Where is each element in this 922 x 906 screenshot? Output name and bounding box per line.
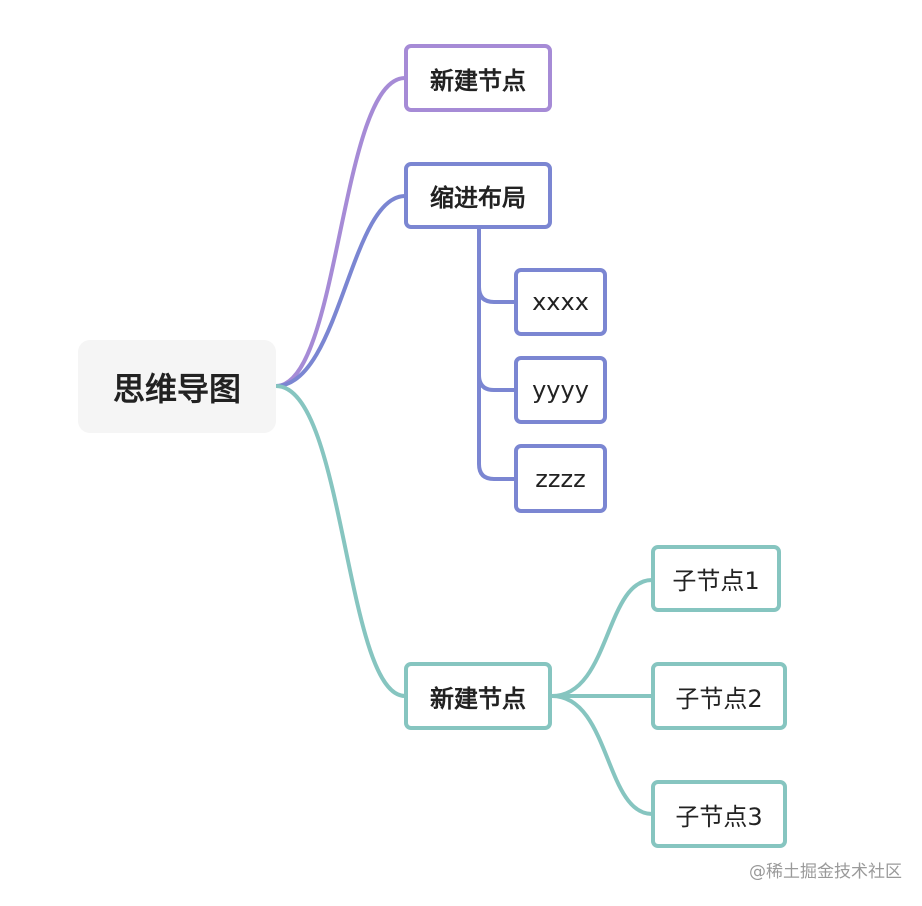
indent-branch-xxxx	[477, 285, 518, 304]
connector-root-branch1	[274, 76, 407, 388]
connector-root-branch2	[274, 194, 407, 388]
branch-node-3-label: 新建节点	[430, 684, 526, 713]
indent-child-xxxx[interactable]: xxxx	[514, 268, 607, 336]
connector-root-branch3	[274, 384, 407, 698]
branch-node-3[interactable]: 新建节点	[404, 662, 552, 730]
indent-child-zzzz-label: zzzz	[535, 464, 586, 493]
watermark: @稀土掘金技术社区	[749, 862, 902, 882]
connector-child3	[550, 694, 654, 816]
child-node-3-label: 子节点3	[675, 802, 763, 831]
indent-branch-yyyy	[477, 373, 518, 392]
branch-node-1-label: 新建节点	[430, 66, 526, 95]
indent-connectors	[477, 226, 518, 481]
branch3-children-connectors	[550, 578, 654, 816]
branch-node-1[interactable]: 新建节点	[404, 44, 552, 112]
child-node-1[interactable]: 子节点1	[651, 545, 781, 612]
indent-child-yyyy-label: yyyy	[532, 376, 589, 404]
child-node-2-label: 子节点2	[675, 684, 763, 713]
indent-trunk	[477, 226, 518, 481]
child-node-2[interactable]: 子节点2	[651, 662, 787, 730]
root-node-label: 思维导图	[112, 369, 241, 408]
connector-child1	[550, 578, 654, 698]
branch-node-2[interactable]: 缩进布局	[404, 162, 552, 229]
indent-child-zzzz[interactable]: zzzz	[514, 444, 607, 513]
branch-node-2-label: 缩进布局	[430, 184, 526, 212]
child-node-1-label: 子节点1	[672, 567, 760, 595]
indent-child-xxxx-label: xxxx	[532, 288, 589, 316]
indent-child-yyyy[interactable]: yyyy	[514, 356, 607, 424]
child-node-3[interactable]: 子节点3	[651, 780, 787, 848]
root-node[interactable]: 思维导图	[78, 340, 276, 433]
